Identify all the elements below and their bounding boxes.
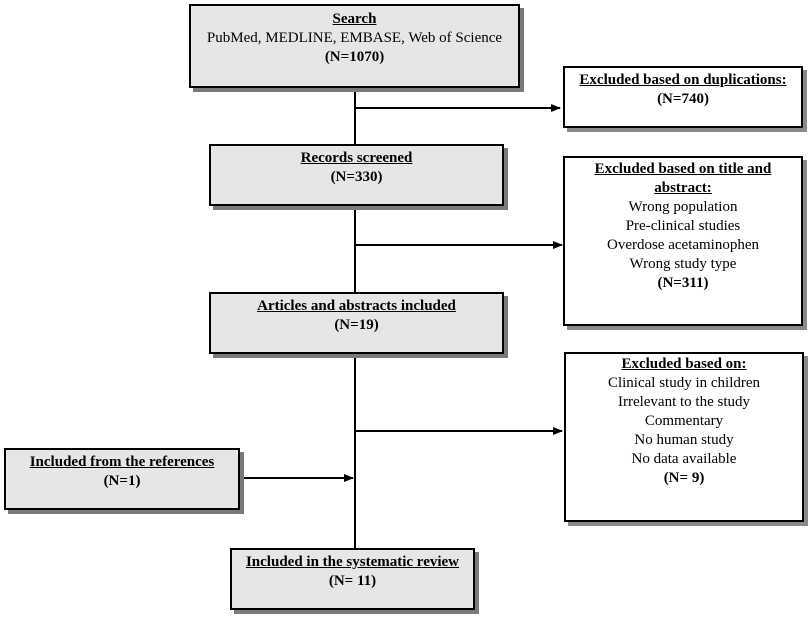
excluded-other-box: Excluded based on: Clinical study in chi…	[564, 352, 804, 522]
included-references-box: Included from the references (N=1)	[4, 448, 240, 510]
excluded-title-abstract-heading-line2: abstract:	[654, 180, 712, 196]
included-references-title: Included from the references	[29, 454, 215, 470]
records-screened-box: Records screened (N=330)	[209, 144, 504, 206]
systematic-review-title: Included in the systematic review	[245, 554, 460, 570]
search-databases: PubMed, MEDLINE, EMBASE, Web of Science	[206, 30, 503, 46]
exclusion-reason: Irrelevant to the study	[617, 394, 751, 410]
excluded-duplicates-title: Excluded based on duplications:	[579, 72, 787, 88]
exclusion-reason: No data available	[631, 451, 737, 467]
search-box: Search PubMed, MEDLINE, EMBASE, Web of S…	[189, 4, 520, 88]
records-screened-title: Records screened	[300, 150, 413, 166]
excluded-other-title: Excluded based on:	[621, 356, 747, 372]
articles-included-title: Articles and abstracts included	[257, 298, 456, 314]
exclusion-reason: Pre-clinical studies	[625, 218, 741, 234]
excluded-title-abstract-count: (N=311)	[657, 275, 709, 291]
exclusion-reason: No human study	[634, 432, 734, 448]
exclusion-reason: Overdose acetaminophen	[606, 237, 760, 253]
included-references-count: (N=1)	[103, 473, 141, 489]
excluded-title-abstract-box: Excluded based on title and abstract: Wr…	[563, 156, 803, 326]
excluded-duplicates-count: (N=740)	[657, 91, 709, 107]
exclusion-reason: Commentary	[644, 413, 724, 429]
records-screened-count: (N=330)	[330, 169, 383, 185]
exclusion-reason: Wrong population	[628, 199, 738, 215]
search-count: (N=1070)	[324, 49, 385, 65]
excluded-other-count: (N= 9)	[663, 470, 705, 486]
search-title: Search	[332, 11, 377, 27]
systematic-review-box: Included in the systematic review (N= 11…	[230, 548, 475, 610]
systematic-review-count: (N= 11)	[328, 573, 377, 589]
excluded-title-abstract-heading-line1: Excluded based on title and	[594, 161, 772, 177]
articles-included-box: Articles and abstracts included (N=19)	[209, 292, 504, 354]
exclusion-reason: Wrong study type	[629, 256, 737, 272]
articles-included-count: (N=19)	[334, 317, 379, 333]
exclusion-reason: Clinical study in children	[607, 375, 761, 391]
excluded-duplicates-box: Excluded based on duplications: (N=740)	[563, 66, 803, 128]
